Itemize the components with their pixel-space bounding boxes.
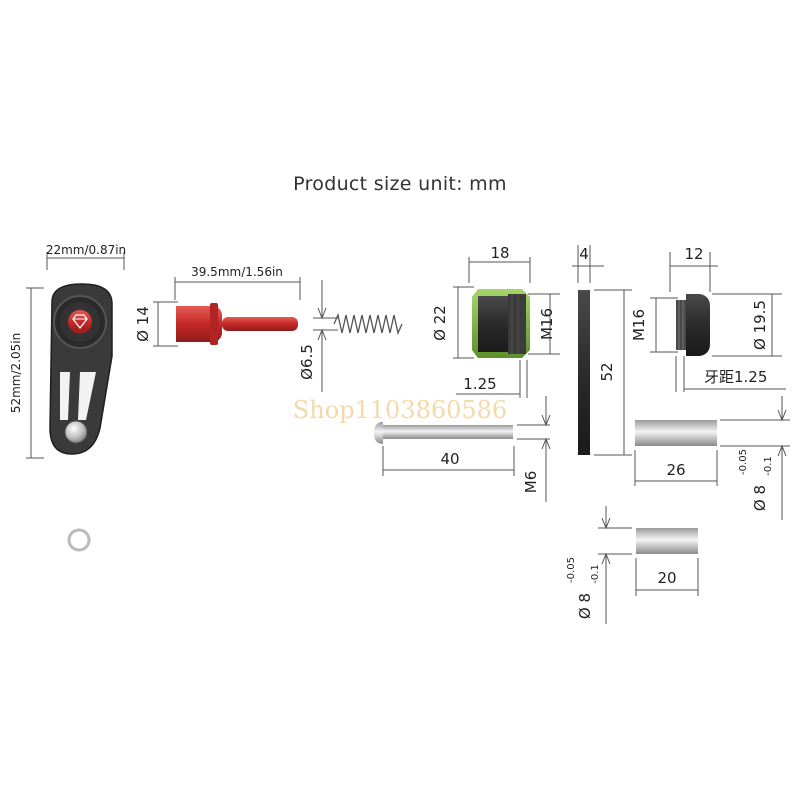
lever-height-label: 52mm/2.05in [9, 333, 23, 413]
spring-coil [333, 312, 403, 336]
cap-length-label: 12 [684, 245, 703, 263]
rod-short-body [636, 528, 698, 554]
bolt-thread-arrow-bottom [541, 437, 551, 450]
nut-diameter-label: Ø 22 [431, 305, 449, 341]
pin-shaft [222, 317, 298, 331]
rod-long-arrow-bottom [777, 444, 787, 457]
plate-height-label: 52 [598, 362, 616, 381]
diamond-logo-icon [72, 314, 88, 330]
rod-long-part: 26 Ø 8 -0.05 -0.1 [634, 396, 790, 520]
rod-short-tol-upper: -0.05 [566, 557, 577, 583]
rod-long-arrow-top [777, 409, 787, 422]
plate-thickness-label: 4 [579, 245, 589, 263]
nut-thread-label: M16 [538, 308, 556, 340]
spring-part: Ø6.5 [298, 280, 403, 392]
nut-thread-section [508, 294, 526, 354]
nut-part: 18 Ø 22 M16 1.25 [431, 244, 560, 398]
pin-shaft-diameter-label: Ø6.5 [298, 344, 316, 380]
bolt-part: 40 M6 [374, 396, 551, 502]
bolt-head [374, 422, 383, 444]
bolt-thread-arrow-top [541, 414, 551, 427]
lever-ball-joint [64, 420, 88, 444]
lever-width-label: 22mm/0.87in [46, 243, 126, 257]
rod-long-body [635, 420, 717, 446]
lever-slot-left [60, 372, 70, 420]
cap-head [686, 294, 710, 356]
cap-diameter-label: Ø 19.5 [751, 300, 769, 350]
o-ring [67, 528, 91, 552]
plate-body [578, 290, 590, 455]
rod-short-diameter-label: Ø 8 [576, 593, 594, 619]
pin-flange [210, 303, 218, 345]
cap-pitch-label: 牙距1.25 [704, 368, 767, 386]
pin-head-diameter-label: Ø 14 [134, 306, 152, 342]
spring-arrow-bottom [317, 328, 327, 341]
rod-long-diameter-label: Ø 8 [751, 485, 769, 511]
pin-length-label: 39.5mm/1.56in [191, 265, 283, 279]
pin-part: 39.5mm/1.56in Ø 14 [134, 265, 301, 347]
spring-arrow-top [317, 307, 327, 320]
nut-pitch-label: 1.25 [463, 375, 496, 393]
rod-short-length-label: 20 [657, 569, 676, 587]
rod-short-arrow-top [601, 517, 611, 530]
bolt-thread-label: M6 [522, 471, 540, 494]
cap-thread-section [676, 300, 686, 350]
bolt-length-label: 40 [440, 450, 459, 468]
rod-long-tol-lower: -0.1 [763, 456, 774, 476]
page-title: Product size unit: mm [293, 173, 507, 195]
threaded-cap-part: 12 M16 Ø 19.5 牙距1.25 [630, 245, 786, 392]
lever-slot-right [78, 372, 96, 420]
rod-long-length-label: 26 [666, 461, 685, 479]
lever-red-cap [68, 310, 92, 334]
rod-short-part: 20 Ø 8 -0.05 -0.1 [566, 506, 699, 624]
nut-length-label: 18 [490, 244, 509, 262]
lever-part: 22mm/0.87in 52mm/2.05in [9, 243, 126, 552]
nut-dark-face [478, 296, 508, 352]
rod-short-arrow-bottom [601, 552, 611, 565]
plate-part: 4 52 [572, 245, 632, 456]
cap-thread-label: M16 [630, 309, 648, 341]
watermark-text: Shop1103860586 [293, 396, 507, 424]
bolt-shaft [383, 425, 513, 439]
rod-long-tol-upper: -0.05 [738, 449, 749, 475]
rod-short-tol-lower: -0.1 [590, 564, 601, 584]
